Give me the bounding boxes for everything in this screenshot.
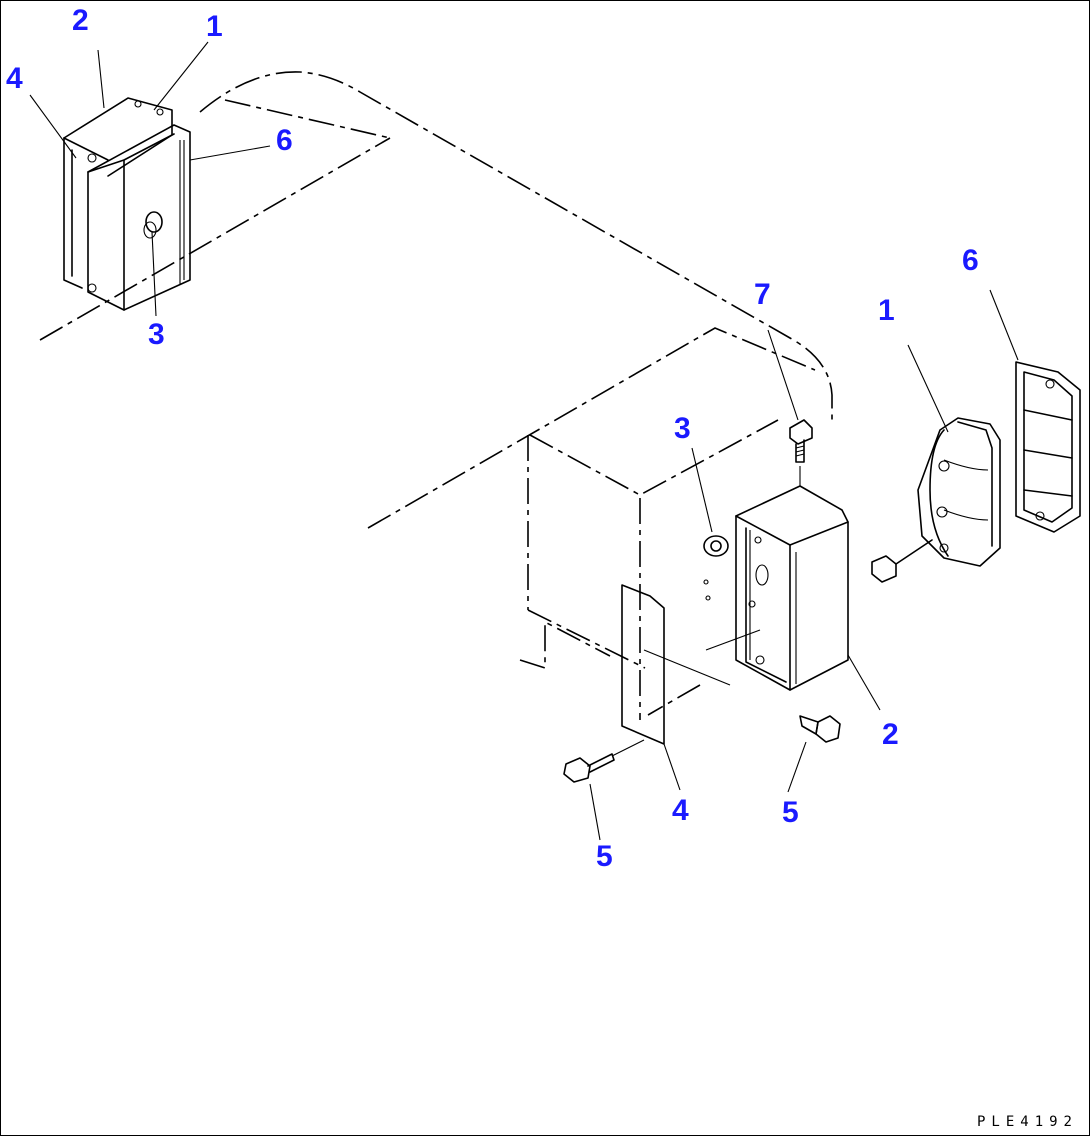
callout-left-3: 3 — [148, 318, 165, 351]
callout-left-4: 4 — [6, 62, 23, 95]
gasket-plate-4 — [621, 584, 761, 791]
callout-labels: 2 1 4 6 3 7 1 6 3 2 4 5 5 — [6, 4, 979, 873]
callout-right-4: 4 — [672, 794, 689, 827]
grommet-3 — [691, 447, 729, 601]
callout-right-5b: 5 — [596, 840, 613, 873]
bracket-2 — [735, 485, 881, 711]
screw-5-left — [563, 739, 645, 841]
callout-right-6: 6 — [962, 244, 979, 277]
drawing-code: PLE4192 — [976, 1114, 1078, 1130]
lamp-1 — [871, 344, 1001, 583]
callout-right-7: 7 — [754, 278, 771, 311]
callout-right-3: 3 — [674, 412, 691, 445]
bolt-7 — [767, 329, 813, 486]
machine-body-outline — [39, 71, 833, 720]
callout-right-5a: 5 — [782, 796, 799, 829]
callout-left-2: 2 — [72, 4, 89, 37]
screw-5-right — [787, 715, 841, 793]
lens-guard-6 — [989, 289, 1081, 533]
callout-left-1: 1 — [206, 10, 223, 43]
callout-right-1: 1 — [878, 294, 895, 327]
left-lamp-assembly — [29, 41, 271, 317]
callout-right-2: 2 — [882, 718, 899, 751]
callout-left-6: 6 — [276, 124, 293, 157]
